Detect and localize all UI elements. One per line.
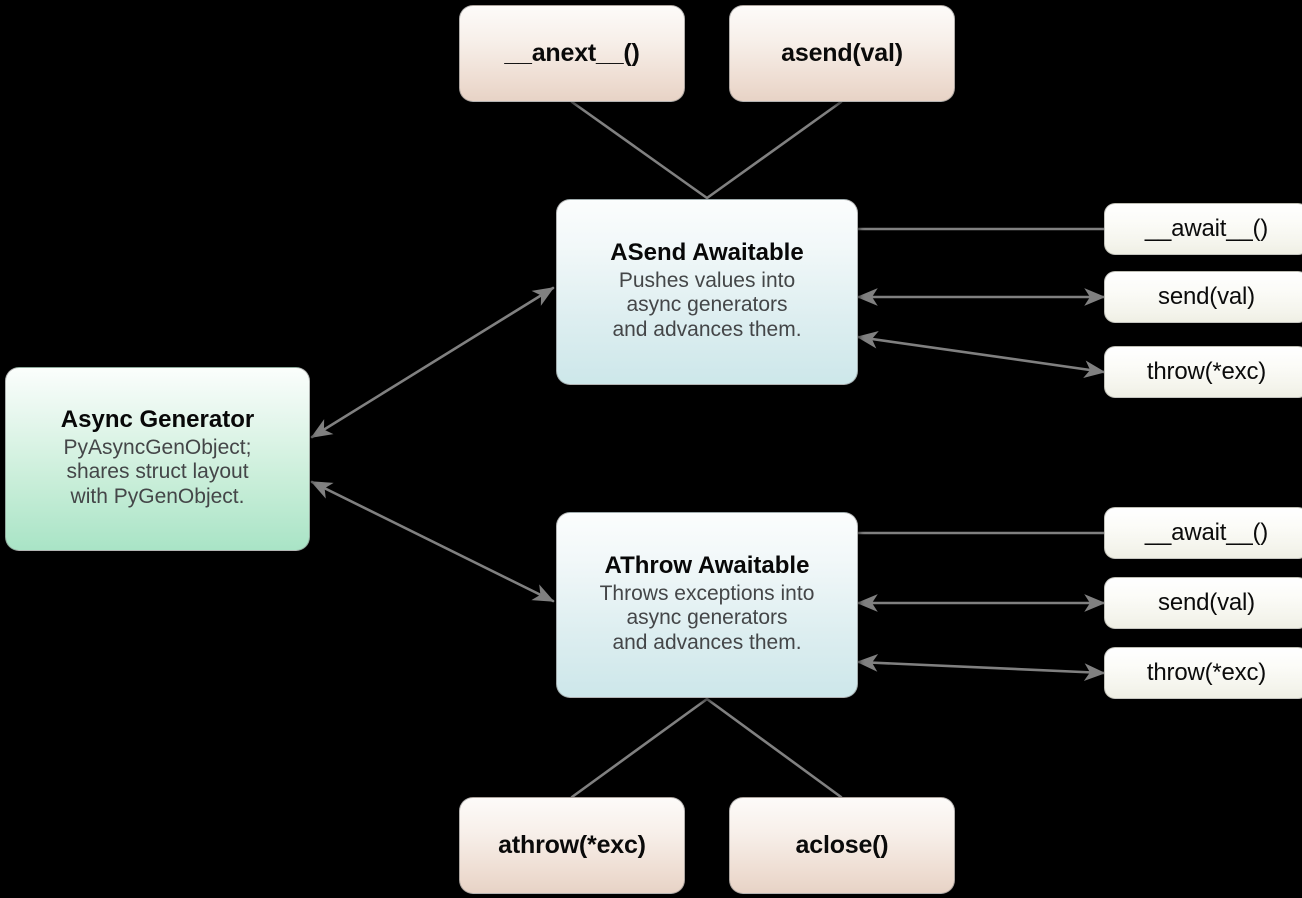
node-asend-awaitable-desc-line2: async generators: [626, 293, 788, 317]
edge-asend-method-to-asend: [705, 100, 843, 200]
node-asend-slot-send-label: send(val): [1158, 283, 1255, 310]
node-anext-label: __anext__(): [504, 39, 640, 67]
node-async-generator-desc-line3: with PyGenObject.: [70, 484, 245, 508]
edge-aclose-to-athrow: [705, 697, 843, 799]
node-athrow-method-label: athrow(*exc): [498, 831, 646, 859]
node-asend-awaitable-desc-line1: Pushes values into: [618, 268, 796, 292]
node-asend-method[interactable]: asend(val): [729, 5, 955, 102]
node-asend-awaitable-title: ASend Awaitable: [610, 239, 804, 267]
node-athrow-slot-throw[interactable]: throw(*exc): [1104, 647, 1302, 699]
node-async-generator-desc-line1: PyAsyncGenObject;: [63, 435, 252, 459]
node-asend-awaitable-desc-line3: and advances them.: [612, 317, 802, 341]
node-asend-slot-send[interactable]: send(val): [1104, 271, 1302, 323]
edge-athrow-method-to-athrow: [570, 697, 709, 799]
node-async-generator-desc-line2: shares struct layout: [66, 460, 249, 484]
node-asend-slot-throw-label: throw(*exc): [1146, 358, 1267, 385]
node-athrow-awaitable-title: AThrow Awaitable: [604, 552, 810, 580]
node-athrow-slot-send[interactable]: send(val): [1104, 577, 1302, 629]
node-asend-awaitable[interactable]: ASend Awaitable Pushes values into async…: [556, 199, 858, 385]
node-athrow-method[interactable]: athrow(*exc): [459, 797, 685, 894]
node-aclose[interactable]: aclose(): [729, 797, 955, 894]
edge-asend-throw: [856, 331, 1106, 378]
node-asend-method-label: asend(val): [781, 39, 903, 67]
edge-anext-to-asend: [570, 100, 709, 200]
node-athrow-slot-await[interactable]: __await__(): [1104, 507, 1302, 559]
node-athrow-slot-send-label: send(val): [1158, 589, 1255, 616]
edge-generator-athrow: [310, 480, 555, 603]
node-athrow-slot-throw-label: throw(*exc): [1146, 659, 1267, 686]
node-athrow-awaitable[interactable]: AThrow Awaitable Throws exceptions into …: [556, 512, 858, 698]
node-aclose-label: aclose(): [795, 831, 889, 859]
node-asend-slot-throw[interactable]: throw(*exc): [1104, 346, 1302, 398]
node-asend-slot-await-label: __await__(): [1144, 215, 1269, 242]
node-athrow-awaitable-desc-line3: and advances them.: [612, 630, 802, 654]
node-anext[interactable]: __anext__(): [459, 5, 685, 102]
node-athrow-slot-await-label: __await__(): [1144, 519, 1269, 546]
edge-athrow-throw: [856, 654, 1106, 681]
node-async-generator-title: Async Generator: [60, 406, 255, 434]
node-athrow-awaitable-desc-line2: async generators: [626, 606, 788, 630]
node-athrow-awaitable-desc-line1: Throws exceptions into: [599, 581, 815, 605]
node-async-generator[interactable]: Async Generator PyAsyncGenObject; shares…: [5, 367, 310, 551]
node-asend-slot-await[interactable]: __await__(): [1104, 203, 1302, 255]
edge-generator-asend: [310, 286, 555, 439]
